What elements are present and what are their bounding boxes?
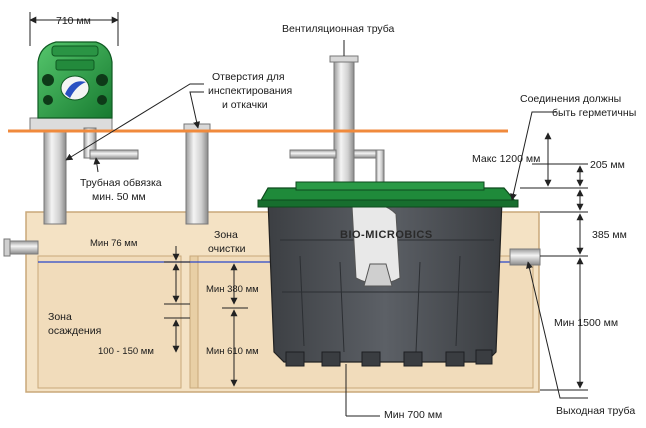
left-riser-pipe [43,127,67,225]
label-max-1200: Макс 1200 мм [472,153,540,165]
label-min-1500: Мин 1500 мм [554,317,618,329]
blower-vent-icon [96,74,108,86]
blower-vent-icon [43,95,53,105]
middle-riser-pipe [185,127,209,225]
lid-plate [295,181,485,191]
label-min-700: Мин 700 мм [384,409,442,421]
label-inspection-2: инспектирования [208,85,292,97]
label-inspection-3: и откачки [222,99,268,111]
blower-base-plate [29,117,113,131]
inlet-pipe [5,240,39,255]
label-zone-settle-1: Зона [48,311,72,323]
unit-feet [285,349,493,367]
tank-inner-left [37,255,182,389]
dimension-lines [29,12,588,417]
blower-vent-icon [42,74,54,86]
label-205: 205 мм [590,159,625,171]
blower-panel [55,59,95,71]
label-sealed-2: быть герметичны [552,107,636,119]
tank-baffle-wall [189,255,199,389]
label-piping-1: Трубная обвязка [80,177,162,189]
label-vent-pipe: Вентиляционная труба [282,23,395,35]
blower-vent-icon [97,95,107,105]
label-width-top: 710 мм [56,15,91,27]
label-sealed-1: Соединения должны [520,93,621,105]
label-zone-clean-2: очистки [208,243,246,255]
lid-rim [257,199,519,208]
unit-inner-cone [363,263,393,287]
label-outlet-pipe: Выходная труба [556,405,635,417]
vent-pipe [333,57,355,199]
label-min-380: Мин 380 мм [206,284,259,295]
label-min-76: Мин 76 мм [90,238,137,249]
label-385: 385 мм [592,229,627,241]
label-zone-settle-2: осаждения [48,325,101,337]
label-zone-clean-1: Зона [214,229,238,241]
outlet-pipe [509,248,541,266]
blower-top-grille [51,45,99,57]
air-pipe-horizontal [89,149,139,160]
label-inspection-1: Отверстия для [212,71,285,83]
air-supply-pipe [289,149,337,159]
label-100-150: 100 - 150 мм [98,346,154,357]
label-min-610: Мин 610 мм [206,346,259,357]
vent-pipe-cap [329,55,359,63]
blower-swoosh-icon [65,81,86,98]
inlet-pipe-cap [3,238,11,257]
label-piping-2: мин. 50 мм [92,191,146,203]
unit-logo: BIO-MICROBICS [340,229,433,241]
